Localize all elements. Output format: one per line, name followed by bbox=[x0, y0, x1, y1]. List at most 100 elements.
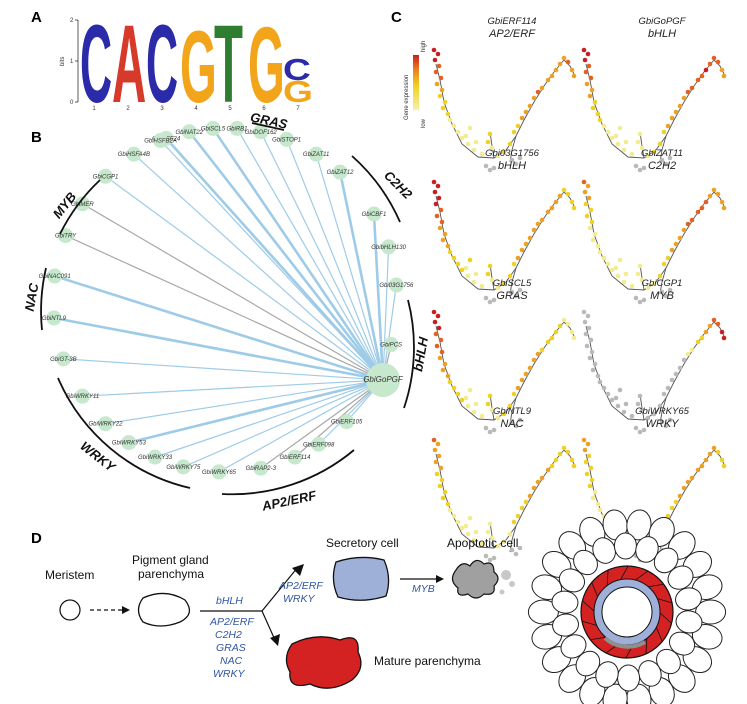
cell-point bbox=[689, 475, 695, 481]
cell-point bbox=[436, 325, 442, 331]
cell-point bbox=[439, 477, 445, 483]
logo-position-6: 6 bbox=[262, 106, 266, 112]
cell-point bbox=[438, 337, 444, 343]
cell-point bbox=[487, 167, 493, 173]
cell-point bbox=[621, 409, 627, 415]
trajectory-branch bbox=[659, 397, 667, 425]
edge-GbiMER bbox=[82, 203, 384, 381]
cell-point bbox=[669, 115, 675, 121]
cell-point bbox=[595, 243, 601, 249]
edge-GbiZAT12 bbox=[338, 171, 385, 381]
cell-point bbox=[483, 425, 489, 431]
meristem-label: Meristem bbox=[45, 568, 94, 582]
surrounding-cell bbox=[617, 664, 641, 692]
node-GbiGT-3B bbox=[55, 351, 71, 367]
logo-letter-5: T bbox=[214, 2, 243, 125]
cell-point bbox=[553, 67, 559, 73]
cell-point bbox=[459, 135, 465, 141]
cell-point bbox=[519, 505, 525, 511]
cell-point bbox=[531, 227, 537, 233]
edge-GbiWRKY33 bbox=[154, 379, 384, 458]
cell-point bbox=[517, 155, 523, 161]
cell-point bbox=[677, 103, 683, 109]
node-GbiERF105 bbox=[339, 414, 355, 430]
node-label-GbiMER: GbiMER bbox=[71, 202, 94, 208]
cell-point bbox=[435, 441, 441, 447]
legend-high: high bbox=[421, 41, 427, 52]
cell-point bbox=[440, 237, 446, 243]
cell-point bbox=[436, 453, 442, 459]
cell-point bbox=[615, 141, 621, 147]
cell-point bbox=[597, 379, 603, 385]
cell-point bbox=[463, 265, 469, 271]
cell-point bbox=[438, 465, 444, 471]
cell-point bbox=[719, 457, 725, 463]
cell-point bbox=[523, 371, 529, 377]
surrounding-cell bbox=[668, 631, 696, 656]
cell-point bbox=[677, 365, 683, 371]
cell-point bbox=[433, 331, 439, 337]
node-GbiWRKY33 bbox=[147, 449, 163, 465]
cell-point bbox=[451, 255, 457, 261]
cell-point bbox=[657, 141, 663, 147]
cell-point bbox=[569, 199, 575, 205]
edge-GbiSTOP1 bbox=[286, 139, 384, 381]
node-label-GbiWRKY65: GbiWRKY65 bbox=[202, 470, 237, 476]
cell-point bbox=[451, 513, 457, 519]
cell-point bbox=[565, 321, 571, 327]
node-label-GbiWRKY75: GbiWRKY75 bbox=[166, 465, 201, 471]
cell-point bbox=[587, 355, 593, 361]
edge-GbiGT-3B bbox=[63, 358, 384, 381]
cell-point bbox=[511, 519, 517, 525]
cell-point bbox=[519, 247, 525, 253]
edge-GbiWRKY65 bbox=[218, 379, 384, 473]
cell-point bbox=[509, 289, 515, 295]
cell-point bbox=[582, 57, 588, 63]
trajectory-branch bbox=[659, 267, 667, 295]
node-label-GbiWRKY33: GbiWRKY33 bbox=[138, 455, 173, 461]
cell-point bbox=[485, 271, 491, 277]
cell-point bbox=[501, 149, 507, 155]
cell-point bbox=[663, 293, 669, 299]
cell-point bbox=[673, 109, 679, 115]
cell-point bbox=[513, 423, 519, 429]
node-label-GbiSTOP1: GbiSTOP1 bbox=[272, 137, 301, 143]
node-GbiHSFB2A bbox=[153, 133, 169, 149]
cell-point bbox=[491, 555, 497, 561]
cell-point bbox=[557, 451, 563, 457]
cell-point bbox=[635, 401, 641, 407]
cell-point bbox=[485, 529, 491, 535]
cell-point bbox=[587, 225, 593, 231]
legend-title: Gene expression bbox=[404, 75, 410, 120]
cell-point bbox=[721, 335, 727, 341]
cell-point bbox=[617, 257, 623, 263]
cell-point bbox=[665, 513, 671, 519]
cell-point bbox=[615, 403, 621, 409]
plot-gene-name: GbiNTL9 bbox=[493, 406, 532, 417]
cell-wall bbox=[590, 636, 608, 641]
cell-point bbox=[699, 205, 705, 211]
cell-point bbox=[661, 391, 667, 397]
node-GbiSCL5 bbox=[205, 120, 221, 136]
cell-point bbox=[590, 105, 596, 111]
node-GbiWRKY53 bbox=[121, 435, 137, 451]
cell-point bbox=[539, 85, 545, 91]
cell-point bbox=[507, 141, 513, 147]
trajectory-branch bbox=[435, 191, 565, 291]
plot-family-name: GRAS bbox=[496, 290, 528, 302]
cell-point bbox=[495, 415, 501, 421]
cell-point bbox=[633, 163, 639, 169]
surrounding-cell bbox=[675, 610, 703, 634]
cell-point bbox=[645, 415, 651, 421]
coexpression-network: GbiHSF24GbiNAT22GbiSCL5GbiRB1GbiDOF162Gb… bbox=[22, 109, 431, 513]
edge-GbiNAT22 bbox=[188, 130, 385, 381]
node-label-GbiHSFB2A: GbiHSFB2A bbox=[144, 139, 177, 145]
cell-point bbox=[685, 479, 691, 485]
edge-GbiCGP1 bbox=[105, 175, 384, 381]
cell-point bbox=[483, 553, 489, 559]
secretory-label: Secretory cell bbox=[326, 536, 399, 550]
cell-point bbox=[590, 495, 596, 501]
logo-letter-7: C bbox=[283, 54, 311, 87]
